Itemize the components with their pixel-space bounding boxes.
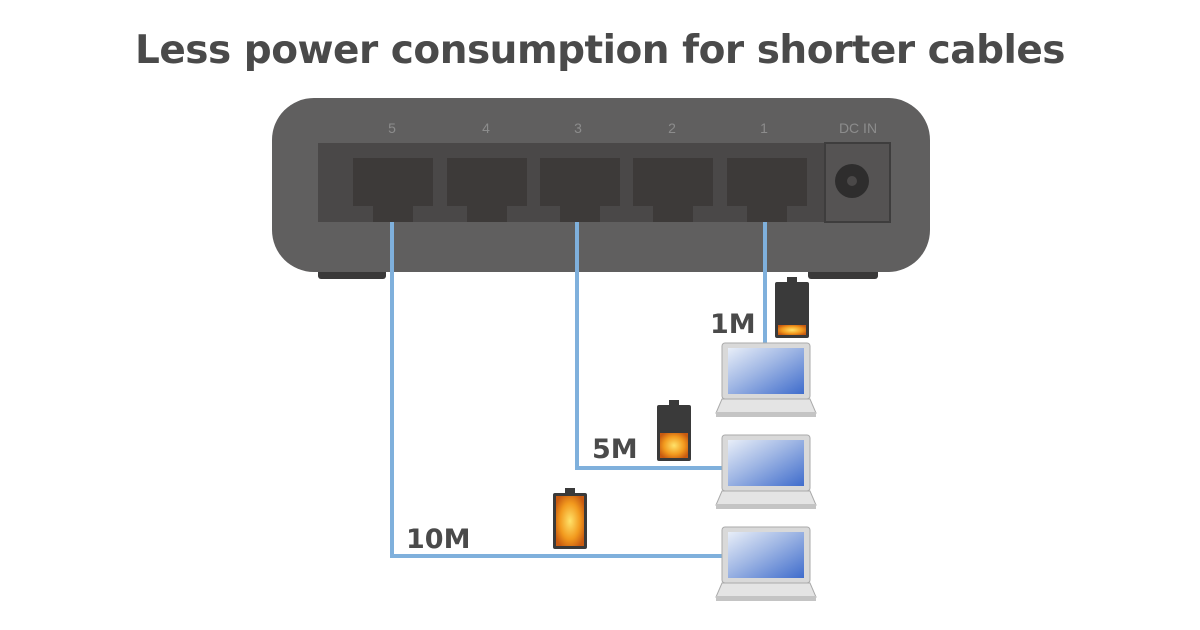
battery-icon (775, 277, 809, 338)
battery-icon (657, 400, 691, 461)
ethernet-port (540, 158, 620, 222)
cable-5m (575, 222, 725, 470)
ethernet-port (447, 158, 527, 222)
port-number-label: 4 (482, 120, 490, 136)
battery-level-fill (556, 496, 584, 546)
port-number-label: 2 (668, 120, 676, 136)
ethernet-port (353, 158, 433, 222)
diagram-title: Less power consumption for shorter cable… (134, 28, 1066, 73)
ethernet-port (633, 158, 713, 222)
battery-level-fill (660, 433, 688, 458)
battery-level-fill (778, 325, 806, 335)
port-number-label: 5 (388, 120, 396, 136)
port-number-label: 3 (574, 120, 582, 136)
ethernet-port (727, 158, 807, 222)
laptop-icon (715, 526, 817, 601)
battery-icon (553, 488, 587, 549)
length-label-5m: 5M (592, 434, 638, 465)
laptop-icon (715, 342, 817, 417)
dc-in-label: DC IN (839, 120, 877, 136)
length-label-10m: 10M (406, 524, 470, 555)
laptop-icon (715, 434, 817, 509)
cables (390, 222, 767, 558)
port-number-label: 1 (760, 120, 768, 136)
cable-10m (390, 222, 725, 558)
length-label-1m: 1M (710, 309, 756, 340)
